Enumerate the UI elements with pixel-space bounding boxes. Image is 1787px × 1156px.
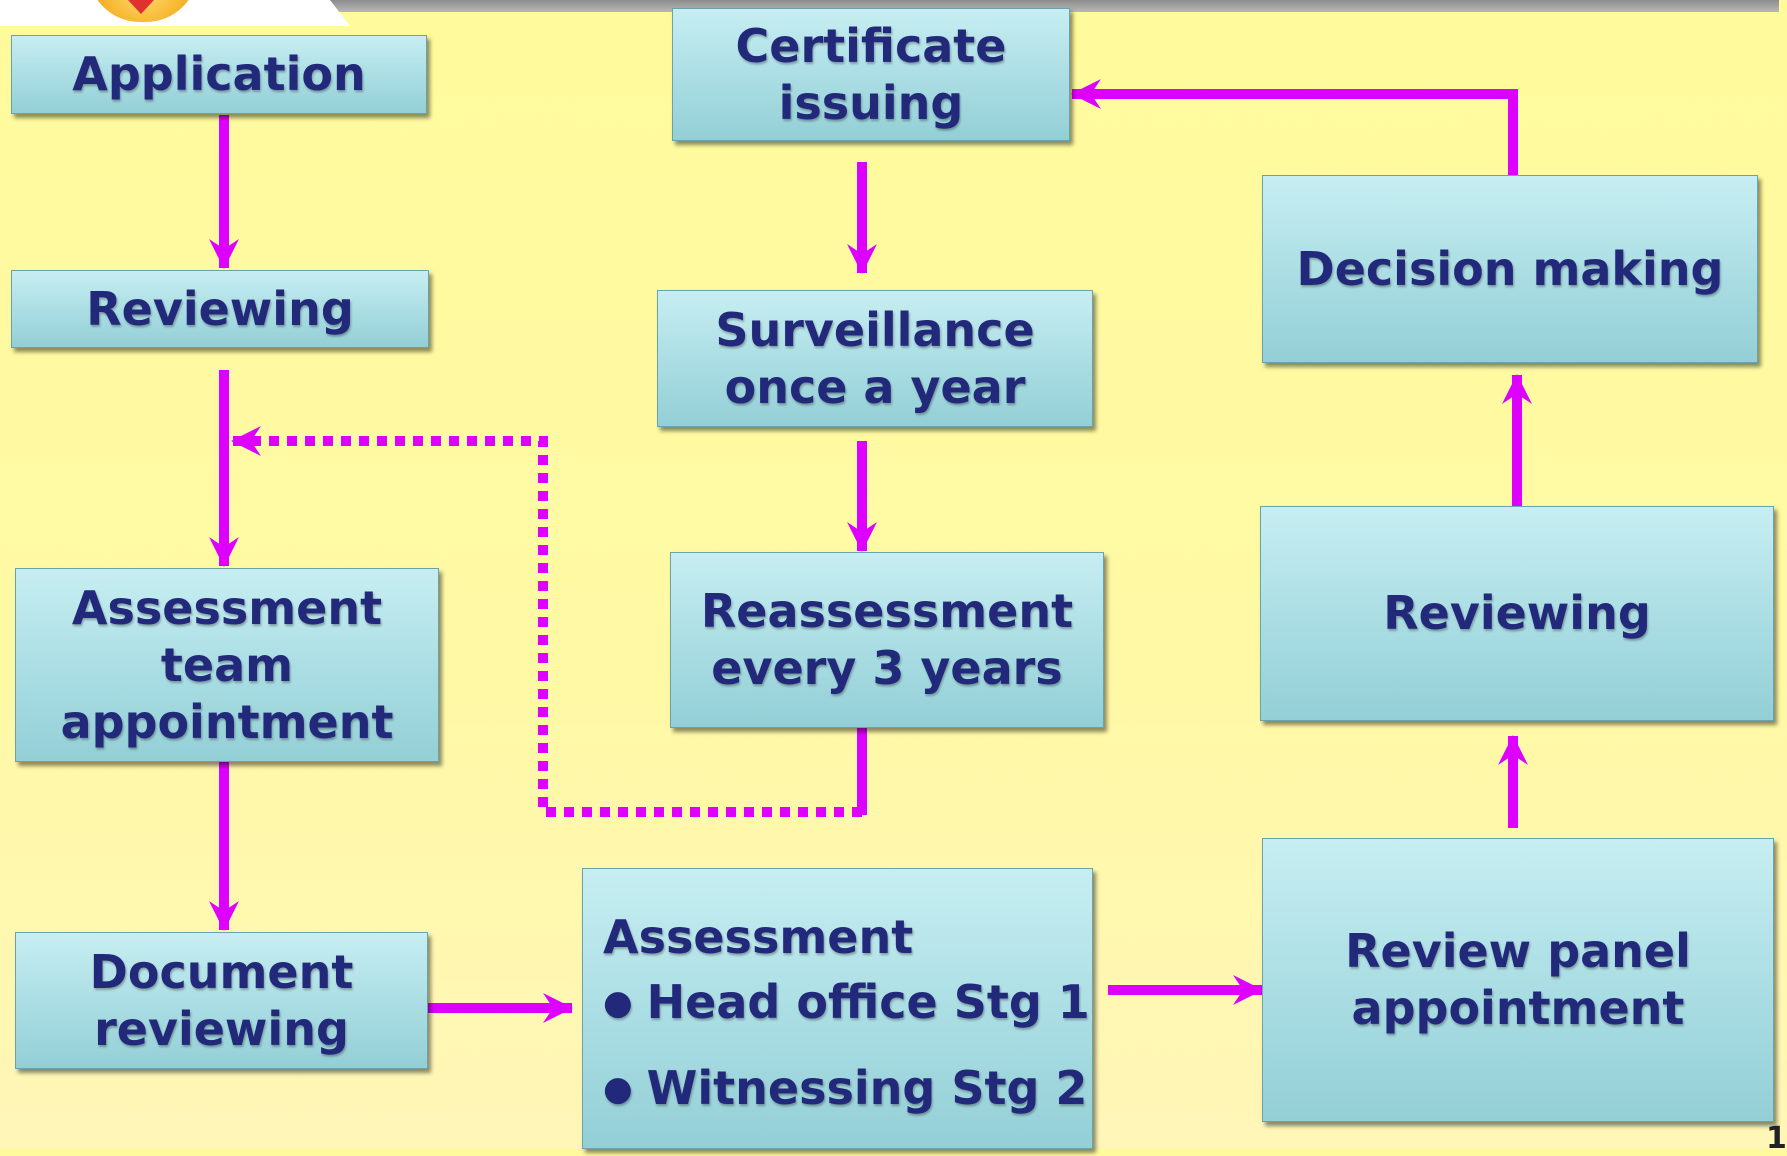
stage-1-label: Head office Stg 1 [646, 975, 1090, 1029]
decision-making-box: Decision making [1262, 175, 1758, 363]
review-panel-label: Review panel appointment [1345, 924, 1691, 1035]
application-label: Application [72, 47, 366, 101]
surveillance-label: Surveillance once a year [715, 302, 1035, 414]
assessment-box: Assessment ● Head office Stg 1 ● Witnessin… [582, 868, 1093, 1149]
list-item: ● Head office Stg 1 [603, 974, 1090, 1032]
list-item: ● Witnessing Stg 2 [603, 1060, 1090, 1118]
certificate-issuing-label: Certificate issuing [735, 18, 1007, 130]
assessment-team-label: Assessment team appointment [60, 580, 394, 749]
certificate-issuing-box: Certificate issuing [672, 8, 1070, 141]
document-reviewing-label: Document reviewing [89, 944, 354, 1056]
reviewing-left-label: Reviewing [86, 281, 354, 336]
reassessment-box: Reassessment every 3 years [670, 552, 1104, 728]
reassessment-label: Reassessment every 3 years [700, 584, 1074, 695]
reviewing-box-left: Reviewing [11, 270, 429, 348]
arrow-decision-to-certificate [1071, 79, 1518, 175]
document-reviewing-box: Document reviewing [15, 932, 428, 1069]
dotted-return-to-reviewing [231, 426, 862, 817]
review-panel-box: Review panel appointment [1262, 838, 1774, 1122]
bullet-icon: ● [603, 983, 633, 1023]
reviewing-box-right: Reviewing [1260, 506, 1774, 721]
assessment-team-box: Assessment team appointment [15, 568, 439, 762]
surveillance-box: Surveillance once a year [657, 290, 1093, 427]
assessment-title: Assessment [603, 910, 914, 964]
page-number: 1 [1766, 1121, 1787, 1156]
decision-making-label: Decision making [1296, 241, 1724, 296]
stage-2-label: Witnessing Stg 2 [646, 1061, 1088, 1115]
application-box: Application [11, 35, 427, 114]
reviewing-right-label: Reviewing [1383, 586, 1651, 640]
assessment-stage-list: ● Head office Stg 1 ● Witnessing Stg 2 [603, 966, 1090, 1118]
bullet-icon: ● [603, 1069, 633, 1109]
